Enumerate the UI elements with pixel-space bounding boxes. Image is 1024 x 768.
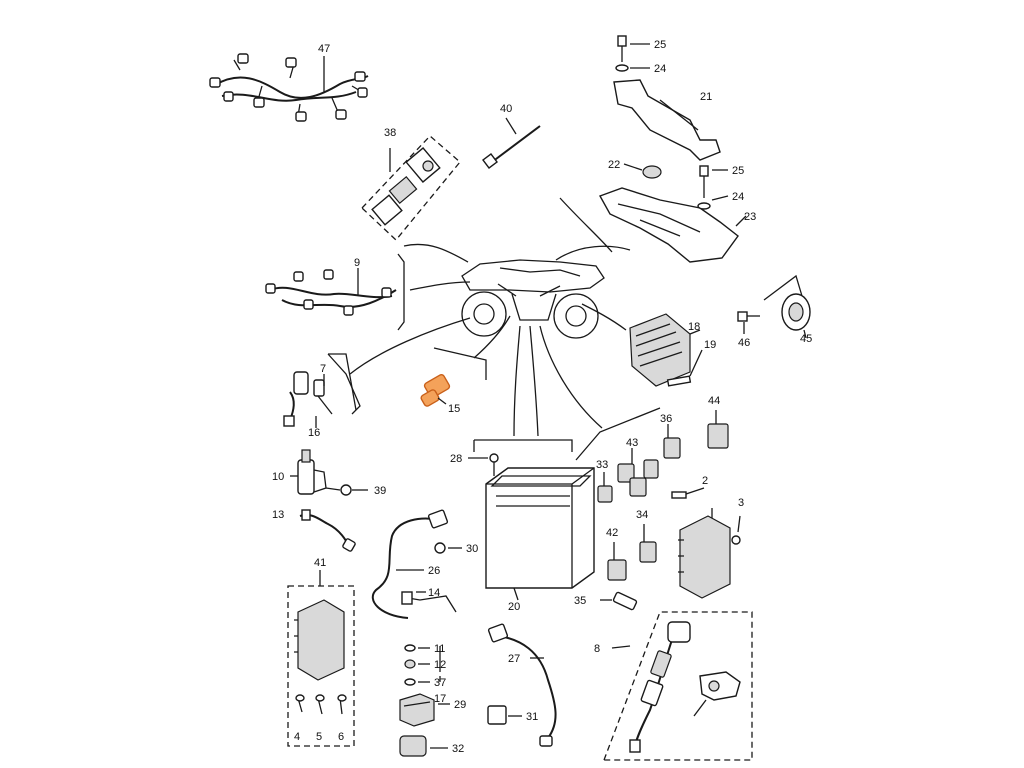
label-24b[interactable]: 24 — [732, 191, 744, 203]
part-45-horn[interactable] — [781, 293, 811, 339]
label-29[interactable]: 29 — [454, 699, 466, 711]
part-18-regulator-rectifier[interactable] — [629, 313, 701, 387]
label-31[interactable]: 31 — [526, 711, 538, 723]
label-23[interactable]: 23 — [744, 211, 756, 223]
part-31-connector[interactable] — [487, 705, 522, 725]
label-4[interactable]: 4 — [294, 731, 300, 743]
label-7[interactable]: 7 — [320, 363, 326, 375]
label-32[interactable]: 32 — [452, 743, 464, 755]
label-33[interactable]: 33 — [596, 459, 608, 471]
label-8[interactable]: 8 — [594, 643, 600, 655]
label-35[interactable]: 35 — [574, 595, 586, 607]
part-10-fuel-unit[interactable] — [290, 449, 327, 495]
part-11-12-37-fasteners[interactable] — [404, 644, 430, 686]
label-28[interactable]: 28 — [450, 453, 462, 465]
part-26-battery-cable[interactable] — [371, 509, 462, 619]
part-41-cdi-unit[interactable] — [287, 570, 355, 747]
label-40[interactable]: 40 — [500, 103, 512, 115]
part-34-relay[interactable] — [639, 524, 657, 563]
label-43[interactable]: 43 — [626, 437, 638, 449]
label-5[interactable]: 5 — [316, 731, 322, 743]
part-23-cover[interactable] — [598, 187, 747, 263]
label-14[interactable]: 14 — [428, 587, 440, 599]
part-15-highlighted-fuse[interactable] — [420, 373, 451, 408]
part-27-cable[interactable] — [487, 623, 557, 747]
label-24a[interactable]: 24 — [654, 63, 666, 75]
label-10[interactable]: 10 — [272, 471, 284, 483]
label-34[interactable]: 34 — [636, 509, 648, 521]
label-25a[interactable]: 25 — [654, 39, 666, 51]
part-47-wire-harness[interactable] — [209, 53, 369, 122]
label-42[interactable]: 42 — [606, 527, 618, 539]
part-35-clip[interactable] — [600, 591, 638, 611]
label-9[interactable]: 9 — [354, 257, 360, 269]
part-21-bracket[interactable] — [613, 35, 721, 161]
part-19-bolt[interactable] — [666, 349, 703, 387]
label-26[interactable]: 26 — [428, 565, 440, 577]
label-20[interactable]: 20 — [508, 601, 520, 613]
part-32-cover[interactable] — [399, 735, 448, 757]
part-7-16-switch[interactable] — [283, 353, 357, 428]
label-37[interactable]: 37 — [434, 677, 446, 689]
label-6[interactable]: 6 — [338, 731, 344, 743]
label-27[interactable]: 27 — [508, 653, 520, 665]
part-38-relay-group[interactable] — [361, 135, 461, 241]
label-21[interactable]: 21 — [700, 91, 712, 103]
label-18[interactable]: 18 — [688, 321, 700, 333]
label-41[interactable]: 41 — [314, 557, 326, 569]
part-42-relay[interactable] — [607, 542, 627, 581]
label-16[interactable]: 16 — [308, 427, 320, 439]
part-39-connector[interactable] — [325, 484, 368, 496]
label-15[interactable]: 15 — [448, 403, 460, 415]
part-36-relay[interactable] — [663, 424, 681, 459]
part-28-terminal[interactable] — [468, 453, 499, 476]
part-20-battery[interactable] — [485, 467, 595, 601]
label-25b[interactable]: 25 — [732, 165, 744, 177]
label-3[interactable]: 3 — [738, 497, 744, 509]
label-19[interactable]: 19 — [704, 339, 716, 351]
part-46-bolt[interactable] — [737, 311, 760, 334]
label-45[interactable]: 45 — [800, 333, 812, 345]
part-43-relay-set[interactable] — [617, 448, 659, 497]
label-47[interactable]: 47 — [318, 43, 330, 55]
part-14-starter-relay[interactable] — [401, 591, 457, 613]
label-30[interactable]: 30 — [466, 543, 478, 555]
part-9-wire-harness[interactable] — [265, 253, 405, 331]
label-39[interactable]: 39 — [374, 485, 386, 497]
label-38[interactable]: 38 — [384, 127, 396, 139]
label-13[interactable]: 13 — [272, 509, 284, 521]
leader-lines — [327, 197, 803, 461]
part-number-labels: 47 38 40 25 24 21 22 25 24 23 9 18 19 46… — [272, 39, 812, 755]
part-33-relay[interactable] — [597, 472, 613, 503]
label-17[interactable]: 17 — [434, 693, 446, 705]
label-12[interactable]: 12 — [434, 659, 446, 671]
label-44[interactable]: 44 — [708, 395, 720, 407]
label-11[interactable]: 11 — [434, 643, 445, 655]
part-2-3-fuse-box[interactable] — [671, 487, 741, 599]
label-22[interactable]: 22 — [608, 159, 620, 171]
part-22-grommet[interactable] — [623, 163, 662, 179]
atv-vehicle-illustration — [461, 259, 605, 339]
label-36[interactable]: 36 — [660, 413, 672, 425]
part-13-wire[interactable] — [299, 509, 356, 552]
part-24-25-fastener[interactable] — [697, 165, 729, 210]
label-2[interactable]: 2 — [702, 475, 708, 487]
part-40-cable-tie[interactable] — [482, 117, 541, 169]
part-44-relay[interactable] — [707, 410, 729, 449]
part-29-relay[interactable] — [399, 693, 450, 727]
part-4-5-6-fasteners[interactable] — [295, 694, 347, 715]
part-8-switch-assembly[interactable] — [603, 611, 753, 761]
label-46[interactable]: 46 — [738, 337, 750, 349]
